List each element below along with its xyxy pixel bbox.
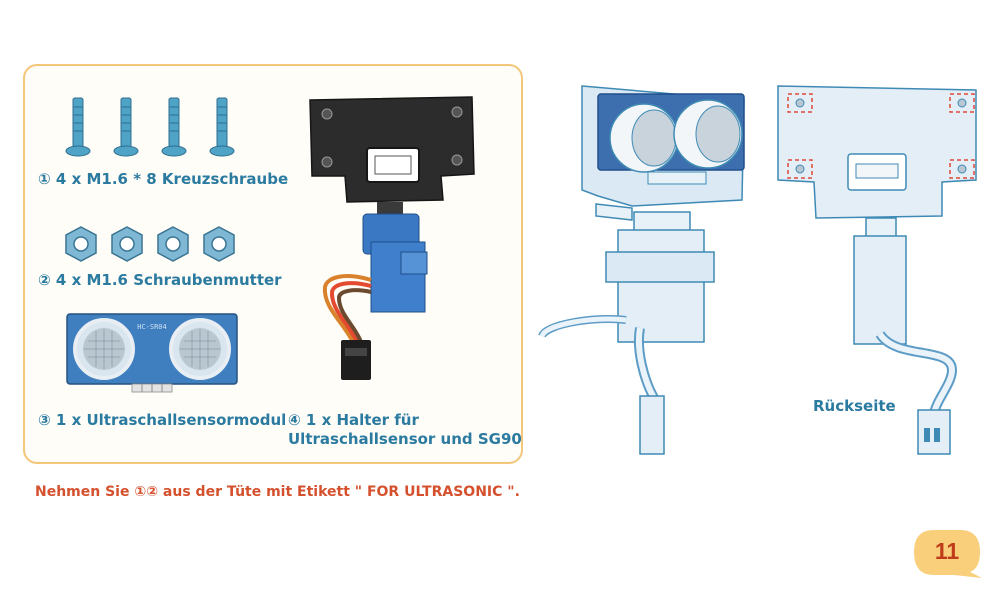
nut-icon	[203, 226, 235, 262]
nuts-label: ② 4 x M1.6 Schraubenmutter	[38, 271, 282, 289]
nut-icons	[65, 226, 235, 262]
sensor-holder-icon	[309, 96, 475, 380]
sensor-chip-text: HC-SR04	[137, 323, 167, 331]
screw-icon	[161, 97, 187, 157]
holder-label-line1: ④ 1 x Halter für	[288, 411, 419, 429]
assembled-front-illustration	[538, 85, 745, 455]
nut-icon	[65, 226, 97, 262]
sensor-label: ③ 1 x Ultraschallsensormodul	[38, 411, 287, 429]
nut-icon	[111, 226, 143, 262]
screws-label: ① 4 x M1.6 * 8 Kreuzschraube	[38, 170, 289, 188]
nut-icon	[157, 226, 189, 262]
ultrasonic-sensor-icon: HC-SR04	[66, 313, 238, 393]
screw-icon	[209, 97, 235, 157]
assembled-back-illustration	[777, 85, 977, 455]
holder-label-line2: Ultraschallsensor und SG90	[288, 430, 522, 448]
screw-icon	[113, 97, 139, 157]
instruction-note: Nehmen Sie ①② aus der Tüte mit Etikett "…	[35, 484, 520, 500]
page-number: 11	[934, 538, 960, 564]
page-badge	[914, 530, 982, 578]
screw-icon	[65, 97, 91, 157]
back-view-label: Rückseite	[813, 397, 896, 415]
screw-icons	[65, 97, 235, 157]
